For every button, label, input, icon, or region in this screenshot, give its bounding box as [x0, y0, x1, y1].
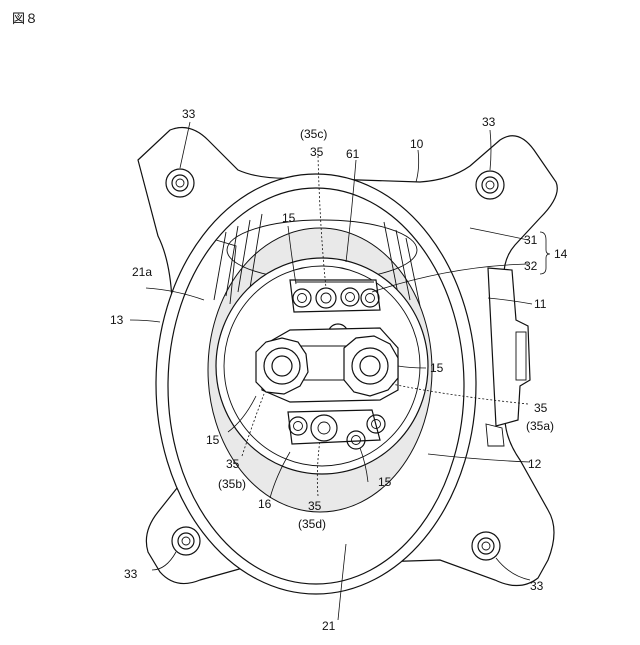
ref-11: 11 [534, 297, 547, 311]
ref-16: 16 [258, 497, 272, 511]
ref-33-top-right: 33 [482, 115, 496, 129]
ref-35a-sub: (35a) [526, 419, 554, 433]
ref-31: 31 [524, 233, 538, 247]
power-terminal-left [256, 338, 308, 394]
ref-35b-sub: (35b) [218, 477, 246, 491]
ref-35c: 35 [310, 145, 324, 159]
ref-21a: 21a [132, 265, 152, 279]
ref-32: 32 [524, 259, 538, 273]
ref-35c-sub: (35c) [300, 127, 327, 141]
ref-61: 61 [346, 147, 360, 161]
ref-15-left: 15 [206, 433, 220, 447]
ref-15-right: 15 [430, 361, 444, 375]
ref-21: 21 [322, 619, 336, 633]
ref-33-top-left: 33 [182, 107, 196, 121]
ref-35b: 35 [226, 457, 240, 471]
brace-14 [540, 232, 550, 274]
ref-12: 12 [528, 457, 542, 471]
ref-14: 14 [554, 247, 568, 261]
ref-15-bottom: 15 [378, 475, 392, 489]
ref-33-bottom-right: 33 [530, 579, 544, 593]
ref-35a: 35 [534, 401, 548, 415]
ref-15-top: 15 [282, 211, 296, 225]
lower-terminal-block [288, 410, 380, 444]
ref-10: 10 [410, 137, 424, 151]
power-terminal-right [344, 336, 398, 396]
ref-35d-sub: (35d) [298, 517, 326, 531]
ref-13: 13 [110, 313, 124, 327]
ref-35d: 35 [308, 499, 322, 513]
figure-title: 図８ [12, 8, 38, 27]
side-latch-housing [488, 268, 530, 426]
ref-33-bottom-left: 33 [124, 567, 138, 581]
